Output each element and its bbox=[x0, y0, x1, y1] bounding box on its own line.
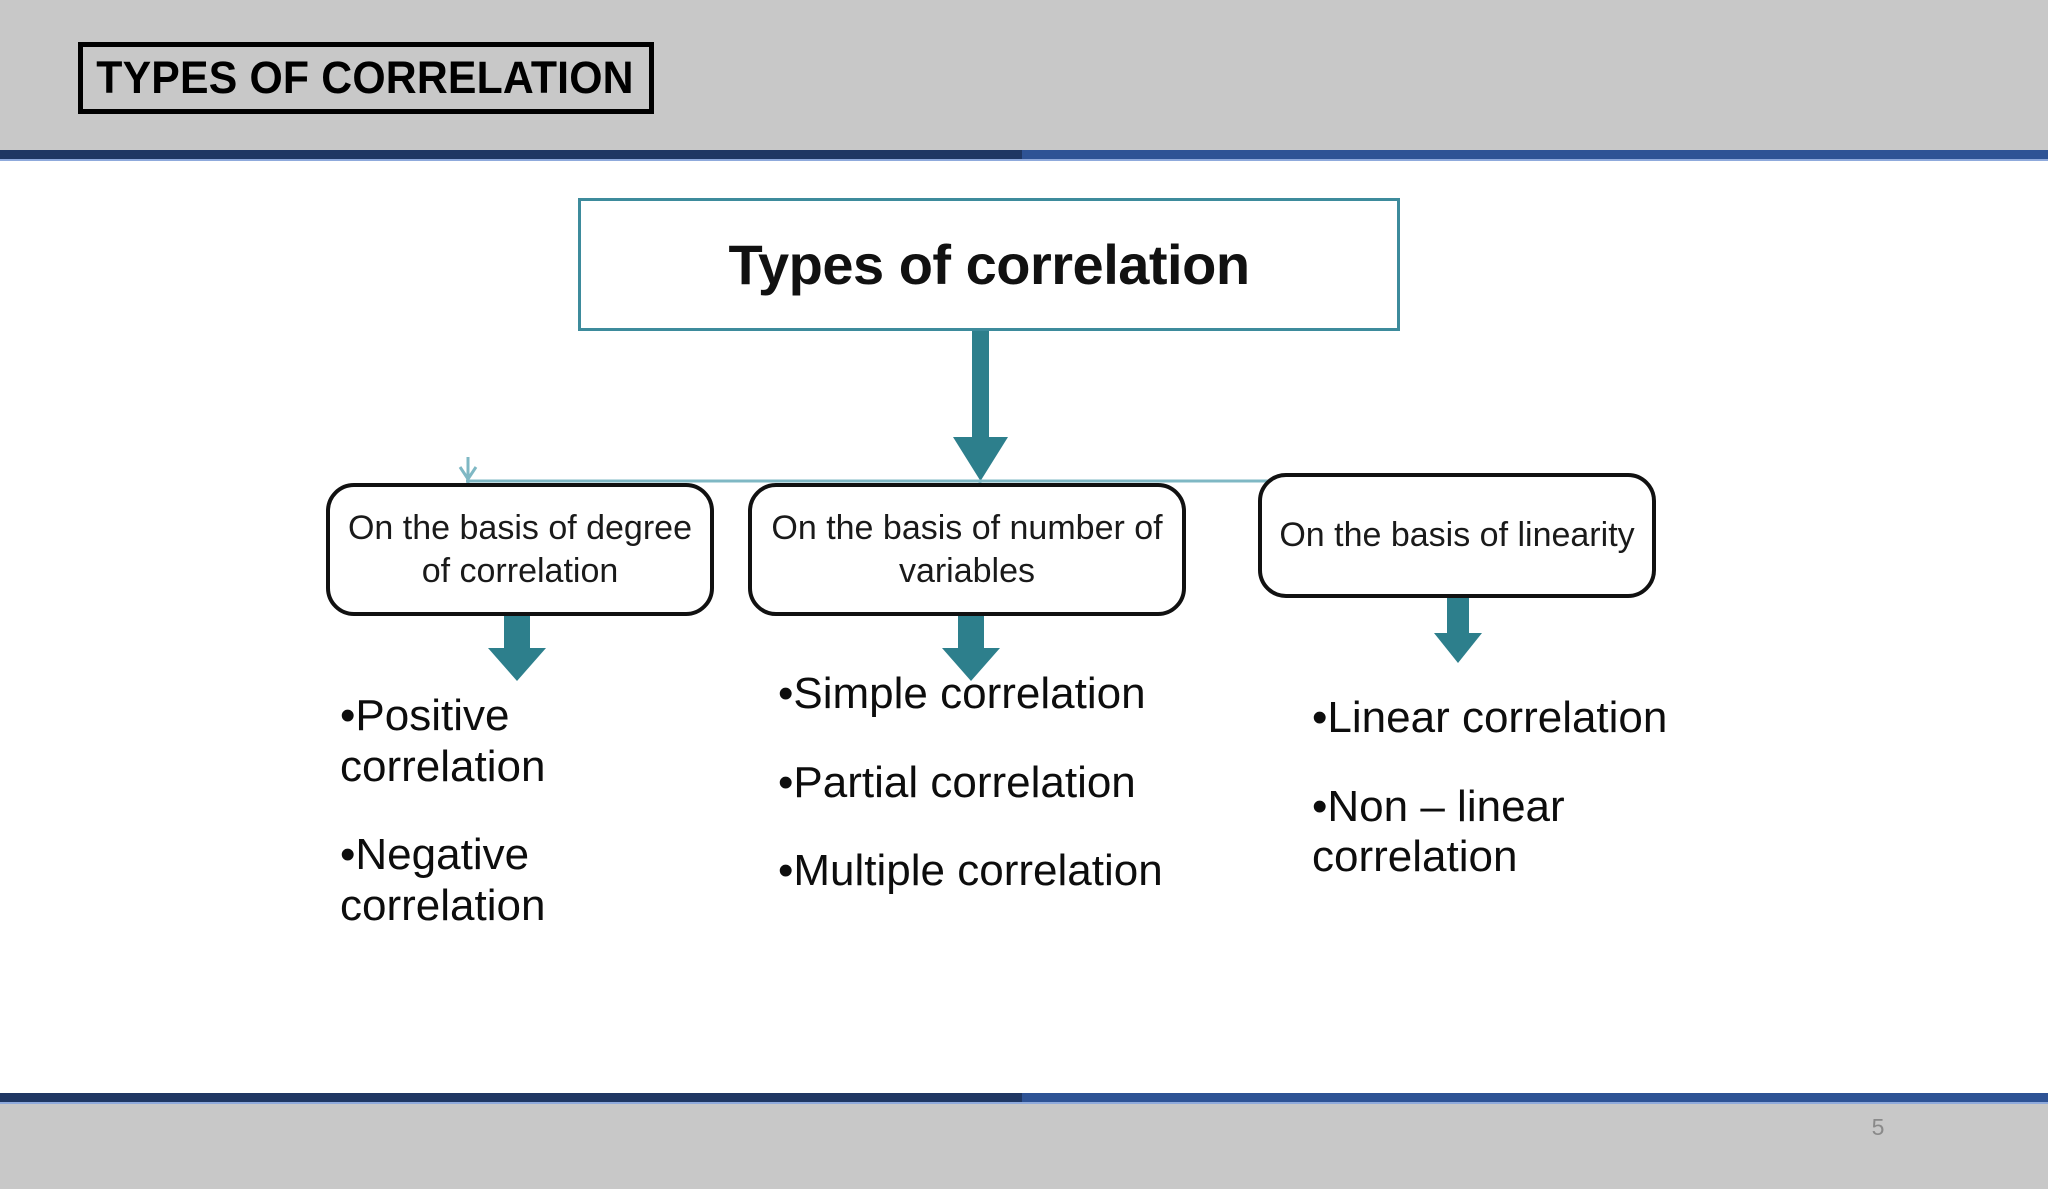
bullet-list-degree: •Positive correlation •Negative correlat… bbox=[340, 691, 710, 931]
list-item-label: Positive correlation bbox=[340, 691, 546, 791]
root-node-types-of-correlation: Types of correlation bbox=[578, 198, 1400, 331]
list-item: •Non – linear correlation bbox=[1312, 782, 1712, 883]
root-down-arrow bbox=[953, 331, 1008, 481]
correlation-flowchart: Types of correlation On the basis of deg… bbox=[0, 161, 2048, 1093]
list-item-label: Linear correlation bbox=[1327, 693, 1668, 742]
slide-title-box: TYPES OF CORRELATION bbox=[78, 42, 654, 114]
list-item: •Negative correlation bbox=[340, 830, 710, 931]
list-item-label: Non – linear correlation bbox=[1312, 781, 1565, 882]
bullet-glyph-icon: • bbox=[340, 830, 356, 880]
list-item: •Multiple correlation bbox=[778, 846, 1208, 897]
bullet-glyph-icon: • bbox=[340, 691, 356, 740]
list-item-label: Negative correlation bbox=[340, 830, 546, 930]
list-item: •Positive correlation bbox=[340, 691, 710, 792]
list-item-label: Partial correlation bbox=[793, 757, 1136, 807]
header-divider-bar bbox=[0, 150, 2048, 161]
page-number: 5 bbox=[1871, 1114, 1885, 1140]
list-item: •Linear correlation bbox=[1312, 693, 1712, 744]
list-item: •Simple correlation bbox=[778, 669, 1208, 720]
root-node-label: Types of correlation bbox=[728, 233, 1250, 296]
node-basis-of-linearity: On the basis of linearity bbox=[1258, 473, 1656, 598]
bullet-list-linearity: •Linear correlation •Non – linear correl… bbox=[1312, 693, 1712, 883]
divider-hairline bbox=[0, 1102, 2048, 1104]
node-down-arrow-linearity bbox=[1434, 598, 1482, 663]
footer-band bbox=[0, 1104, 2048, 1189]
bullet-glyph-icon: • bbox=[778, 846, 794, 896]
bullet-glyph-icon: • bbox=[778, 757, 794, 807]
page-title: TYPES OF CORRELATION bbox=[96, 52, 634, 103]
footer-divider-bar bbox=[0, 1093, 2048, 1104]
divider-segment-dark bbox=[0, 150, 1022, 161]
list-item: •Partial correlation bbox=[778, 758, 1208, 809]
divider-hairline bbox=[0, 159, 2048, 161]
divider-segment-dark bbox=[0, 1093, 1022, 1104]
node-basis-of-number-of-variables: On the basis of number of variables bbox=[748, 483, 1186, 616]
node-basis-of-linearity-label: On the basis of linearity bbox=[1279, 516, 1635, 555]
bullet-glyph-icon: • bbox=[1312, 693, 1328, 742]
list-item-label: Simple correlation bbox=[793, 669, 1146, 718]
divider-segment-blue bbox=[1022, 1093, 2048, 1104]
bullet-list-number-of-variables: •Simple correlation •Partial correlation… bbox=[778, 669, 1208, 897]
list-item-label: Multiple correlation bbox=[793, 846, 1163, 896]
node-basis-of-number-of-variables-label: On the basis of number of variables bbox=[771, 508, 1163, 590]
header-band bbox=[0, 0, 2048, 150]
node-basis-of-degree: On the basis of degree of correlation bbox=[326, 483, 714, 616]
bullet-glyph-icon: • bbox=[778, 669, 794, 718]
divider-segment-blue bbox=[1022, 150, 2048, 161]
node-basis-of-degree-label: On the basis of degree of correlation bbox=[347, 508, 692, 590]
bullet-glyph-icon: • bbox=[1312, 781, 1328, 831]
node-down-arrow-degree bbox=[488, 616, 546, 681]
